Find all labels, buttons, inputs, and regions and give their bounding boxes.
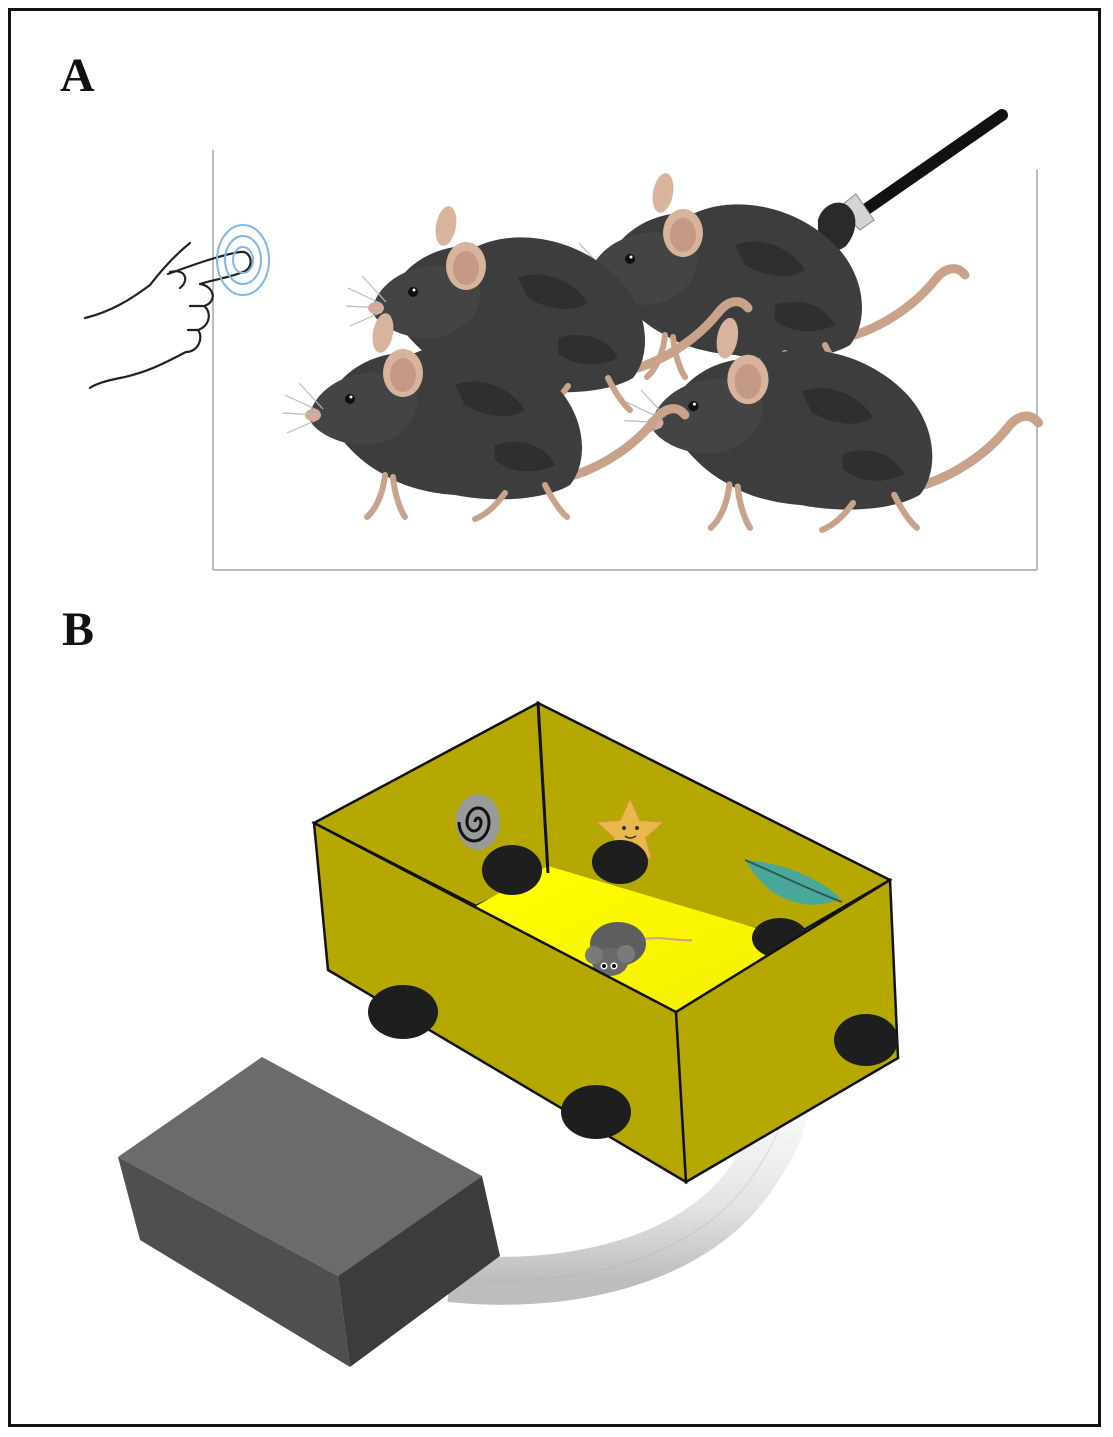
panel-b — [118, 700, 900, 1367]
figure-frame — [8, 8, 1101, 1427]
feather-sticker-icon — [744, 859, 843, 905]
stimulus-device-box — [118, 1057, 500, 1367]
panel-label-b: B — [62, 603, 95, 656]
touch-ripple-icon — [216, 224, 270, 296]
chamber-stands-front — [368, 985, 898, 1139]
panel-label-a: A — [60, 49, 95, 102]
makeup-brush-icon — [818, 109, 1008, 251]
spiral-sticker-icon — [456, 794, 500, 850]
panel-a — [83, 109, 1038, 571]
mouse-in-chamber — [585, 922, 693, 976]
chamber-front-right-wall — [674, 877, 900, 1185]
